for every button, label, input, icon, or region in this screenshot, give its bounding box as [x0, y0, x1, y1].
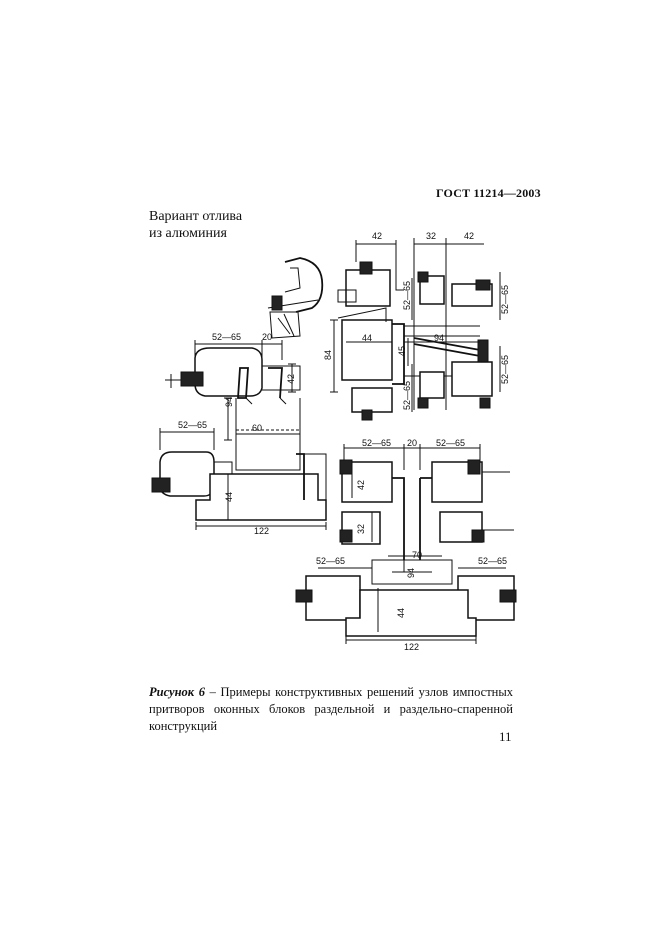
dim-tr-44: 44	[362, 333, 372, 343]
dim-br-42: 42	[356, 480, 366, 490]
caption-dash: –	[205, 685, 221, 699]
dim-tr-94: 94	[434, 333, 444, 343]
dim-left-122: 122	[254, 526, 269, 536]
dim-tr-52-65-a: 52—65	[402, 281, 412, 310]
drawing-note: Вариант отлива из алюминия	[149, 208, 242, 242]
bottom-right-assembly	[295, 444, 517, 644]
dim-br-94: 94	[406, 568, 416, 578]
dim-br-70: 70	[412, 550, 422, 560]
dim-tr-32: 32	[426, 231, 436, 241]
dim-tr-52-65-b: 52—65	[500, 285, 510, 314]
left-assembly	[151, 257, 327, 530]
dim-tr-84: 84	[323, 350, 333, 360]
dim-left-52-65-bottom: 52—65	[178, 420, 207, 430]
dim-br-52-65-b: 52—65	[436, 438, 465, 448]
standard-number: ГОСТ 11214—2003	[436, 186, 541, 200]
figure-caption: Рисунок 6 – Примеры конструктивных решен…	[149, 684, 513, 735]
dim-br-44: 44	[396, 608, 406, 618]
dim-br-122: 122	[404, 642, 419, 652]
dim-left-42: 42	[286, 374, 296, 384]
dim-br-52-65-d: 52—65	[478, 556, 507, 566]
drawing-note-line1: Вариант отлива	[149, 209, 243, 224]
dim-left-20: 20	[262, 332, 272, 342]
dim-tr-52-65-d: 52—65	[500, 355, 510, 384]
top-right-assembly	[330, 238, 501, 421]
dim-br-52-65-c: 52—65	[316, 556, 345, 566]
drawing-note-line2: из алюминия	[149, 226, 227, 241]
dim-tr-42-b: 42	[464, 231, 474, 241]
dim-br-52-65-a: 52—65	[362, 438, 391, 448]
caption-text: Примеры конструктивных решений узлов имп…	[149, 685, 514, 733]
dim-br-20: 20	[407, 438, 417, 448]
bottom-right-dimension-labels: 52—65 20 52—65 42 32 70 94 52—65 52—65 4…	[316, 438, 507, 652]
dim-left-44: 44	[224, 492, 234, 502]
dim-left-52-65-top: 52—65	[212, 332, 241, 342]
dim-tr-45: 45	[397, 346, 407, 356]
dim-left-60: 60	[252, 423, 262, 433]
dim-tr-52-65-c: 52—65	[402, 381, 412, 410]
page-number: 11	[499, 729, 512, 744]
dim-left-94: 94	[224, 397, 234, 407]
left-dimension-labels: 52—65 20 42 94 60 52—65 44 122	[178, 332, 296, 536]
figure-label: Рисунок 6	[149, 685, 205, 699]
dim-tr-42-a: 42	[372, 231, 382, 241]
top-right-dimension-labels: 42 32 42 52—65 52—65 84 44 45 94 52—65 5…	[323, 231, 510, 410]
dim-br-32: 32	[356, 524, 366, 534]
